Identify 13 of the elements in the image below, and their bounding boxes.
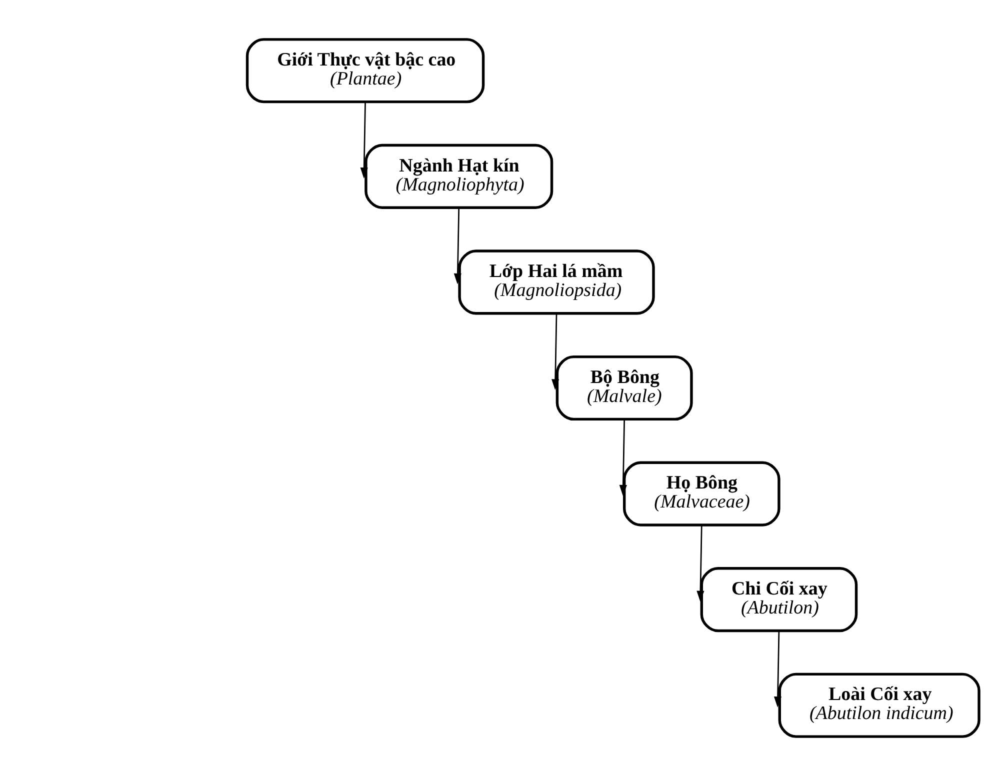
node-box: Lớp Hai lá mầm (Magnoliopsida) (458, 249, 655, 314)
arrow (696, 524, 704, 602)
node-box: Giới Thực vật bậc cao (Plantae) (246, 38, 485, 103)
arrow (360, 101, 368, 178)
node-box: Ngành Hạt kín (Magnoliophyta) (364, 143, 554, 208)
arrow (619, 418, 627, 496)
node-box: Chi Cối xay (Abutilon) (700, 566, 858, 632)
node-box: Họ Bông (Malvaceae) (622, 460, 780, 526)
arrow (774, 630, 782, 707)
arrow (552, 312, 560, 390)
node-box: Loài Cối xay (Abutilon indicum) (778, 672, 980, 738)
arrow (454, 207, 462, 284)
node-box: Bộ Bông (Malvale) (556, 354, 693, 420)
